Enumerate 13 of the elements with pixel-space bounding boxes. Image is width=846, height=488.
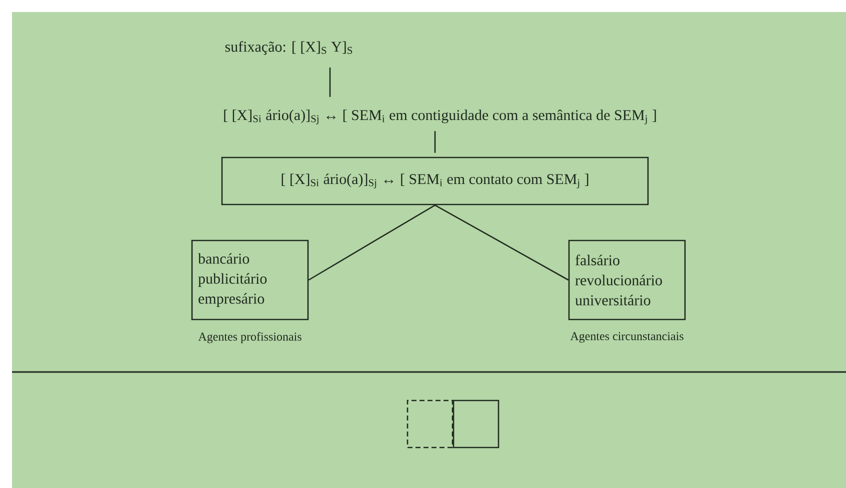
formula-text: sufixação: [ [X]$_{S}$ Y]$_{S}$ bbox=[225, 41, 352, 55]
connector-line bbox=[329, 68, 331, 97]
connector-line bbox=[434, 204, 569, 281]
word-list-box: bancário publicitário empresário bbox=[191, 240, 309, 320]
connector-line bbox=[434, 131, 436, 153]
category-caption: Agentes circunstanciais bbox=[570, 332, 684, 343]
construction-box: [ [X]$_{Si}$ ário(a)]$_{Sj}$ ↔ [ SEM$_{i}$ em contato com SEM$_{j}$ ] bbox=[221, 156, 649, 206]
word-list-box: falsário revolucionário universitário bbox=[568, 240, 686, 320]
square-box bbox=[406, 400, 454, 448]
category-caption: Agentes profissionais bbox=[198, 332, 302, 344]
square-box bbox=[452, 400, 500, 448]
formula-text: [ [X]$_{Si}$ ário(a)]$_{Sj}$ ↔ [ SEM$_{i}$ em contiguidade com a semântica de SEM$_{j}$ ] bbox=[224, 110, 656, 124]
connector-line bbox=[308, 204, 436, 281]
